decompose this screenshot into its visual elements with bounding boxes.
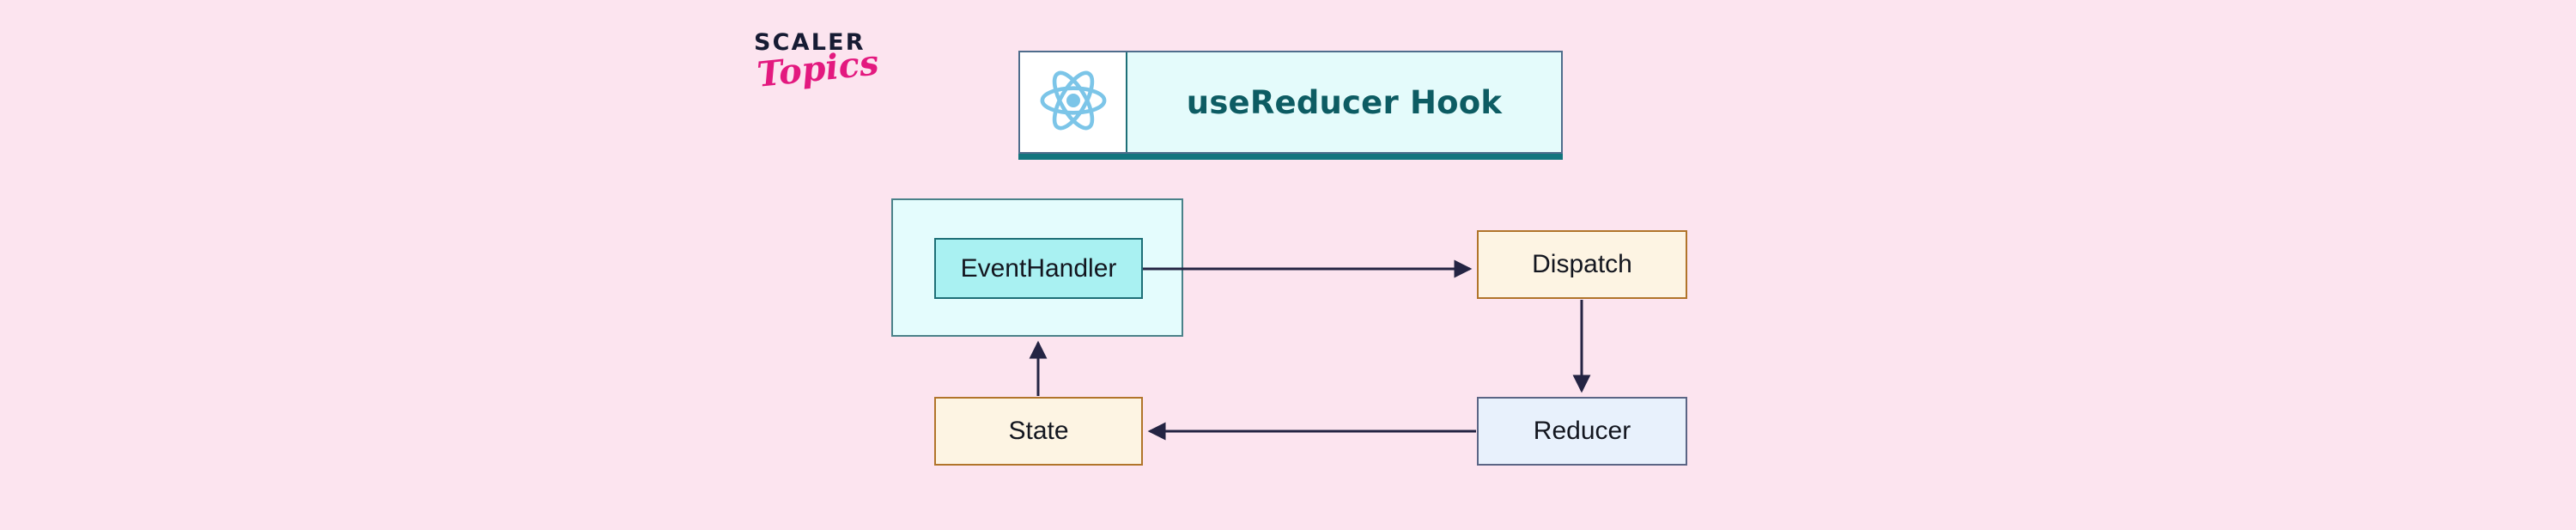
node-dispatch-label: Dispatch [1532,250,1632,278]
node-dispatch: Dispatch [1477,230,1687,299]
node-eventhandler-label: EventHandler [960,253,1117,283]
scaler-topics-logo: SCALER Topics [754,31,917,113]
header-icon-cell [1020,52,1127,152]
node-reducer-label: Reducer [1533,417,1631,445]
node-state: State [934,397,1143,466]
react-logo-icon [1037,64,1109,141]
header-title-cell: useReducer Hook [1127,52,1561,152]
header-banner: useReducer Hook [1018,51,1563,154]
node-reducer: Reducer [1477,397,1687,466]
brand-scaler-text: SCALER [754,29,866,56]
node-state-label: State [1008,417,1069,445]
page-title: useReducer Hook [1186,83,1503,121]
node-eventhandler: EventHandler [934,238,1143,299]
